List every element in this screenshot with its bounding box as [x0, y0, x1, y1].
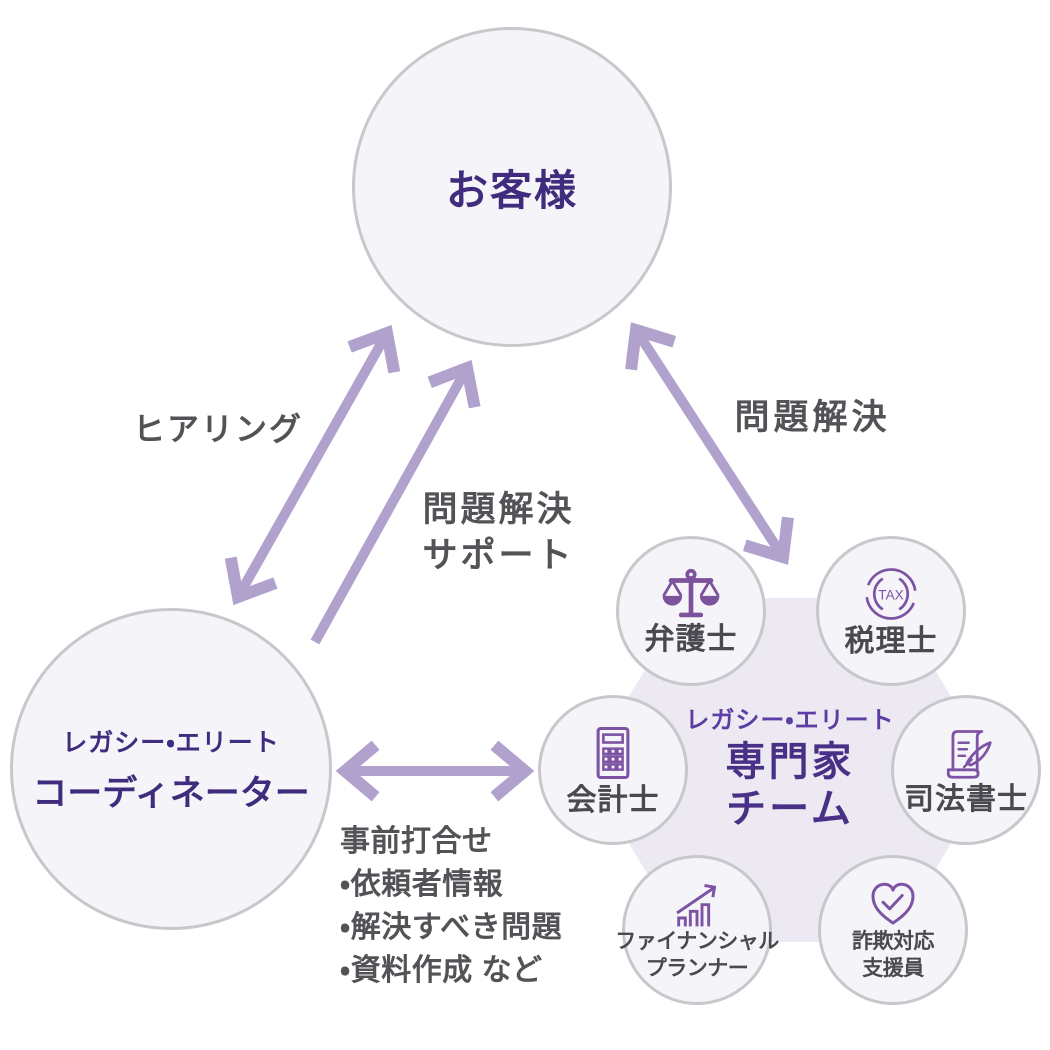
specialist-label-lawyer: 弁護士 — [644, 622, 738, 656]
meeting-note-title: 事前打合せ — [340, 825, 493, 858]
hearing-arrow — [224, 324, 401, 606]
coordinator-node: レガシー・エリート コーディネーター — [10, 608, 332, 930]
meeting-note-item: ・解決すべき問題 — [340, 911, 563, 944]
team-label-line1: 専門家 — [725, 740, 855, 784]
customer-node: お客様 — [352, 27, 672, 347]
specialist-circle-accountant: 会計士 — [538, 695, 688, 845]
support-arrow — [310, 359, 481, 645]
customer-label: お客様 — [445, 166, 578, 214]
specialist-circle-lawyer: 弁護士 — [616, 536, 766, 686]
specialist-label-fraud-support-line1: 詐欺対応 — [852, 930, 935, 954]
support-arrow-label-line1: 問題解決 — [422, 490, 575, 529]
specialist-label-fraud-support-line2: 支援員 — [862, 957, 924, 980]
specialist-label-judicial-scrivener: 司法書士 — [904, 782, 1028, 816]
specialist-circle-financial-planner: ファイナンシャル プランナー — [615, 855, 779, 1005]
team-label-line2: チーム — [726, 787, 854, 832]
specialist-label-financial-planner-line1: ファイナンシャル — [615, 930, 779, 954]
solve-arrow — [625, 322, 794, 565]
support-arrow-label-line2: サポート — [422, 536, 575, 575]
meeting-note: 事前打合せ ・依頼者情報 ・解決すべき問題 ・資料作成 など — [340, 820, 562, 992]
coordinator-brand-label: レガシー・エリート — [62, 728, 280, 757]
growth-chart-icon — [670, 878, 724, 928]
team-center-label: レガシー・エリート 専門家 チーム — [660, 700, 920, 833]
solve-arrow-label: 問題解決 — [734, 398, 891, 437]
scroll-quill-icon — [936, 725, 996, 781]
specialist-label-financial-planner-line2: プランナー — [645, 957, 749, 980]
calculator-icon — [585, 724, 641, 782]
specialist-circle-tax-accountant: TAX 税理士 — [816, 536, 966, 686]
support-arrow-label: 問題解決 サポート — [396, 487, 601, 579]
tax-icon-text: TAX — [878, 587, 903, 602]
scales-icon — [661, 567, 721, 621]
meeting-note-item: ・資料作成 など — [340, 954, 543, 987]
team-brand-label: レガシー・エリート — [685, 707, 895, 734]
hearing-arrow-label: ヒアリング — [132, 411, 303, 447]
heart-check-icon — [866, 878, 920, 928]
specialist-label-accountant: 会計士 — [566, 783, 660, 817]
coordinator-label: コーディネーター — [32, 773, 310, 813]
specialist-circle-judicial-scrivener: 司法書士 — [891, 695, 1041, 845]
specialist-circle-fraud-support: 詐欺対応 支援員 — [818, 855, 968, 1005]
meeting-note-item: ・依頼者情報 — [340, 868, 504, 901]
meeting-arrow — [335, 740, 535, 802]
tax-stamp-icon: TAX — [862, 565, 920, 623]
specialist-label-tax-accountant: 税理士 — [844, 624, 938, 658]
